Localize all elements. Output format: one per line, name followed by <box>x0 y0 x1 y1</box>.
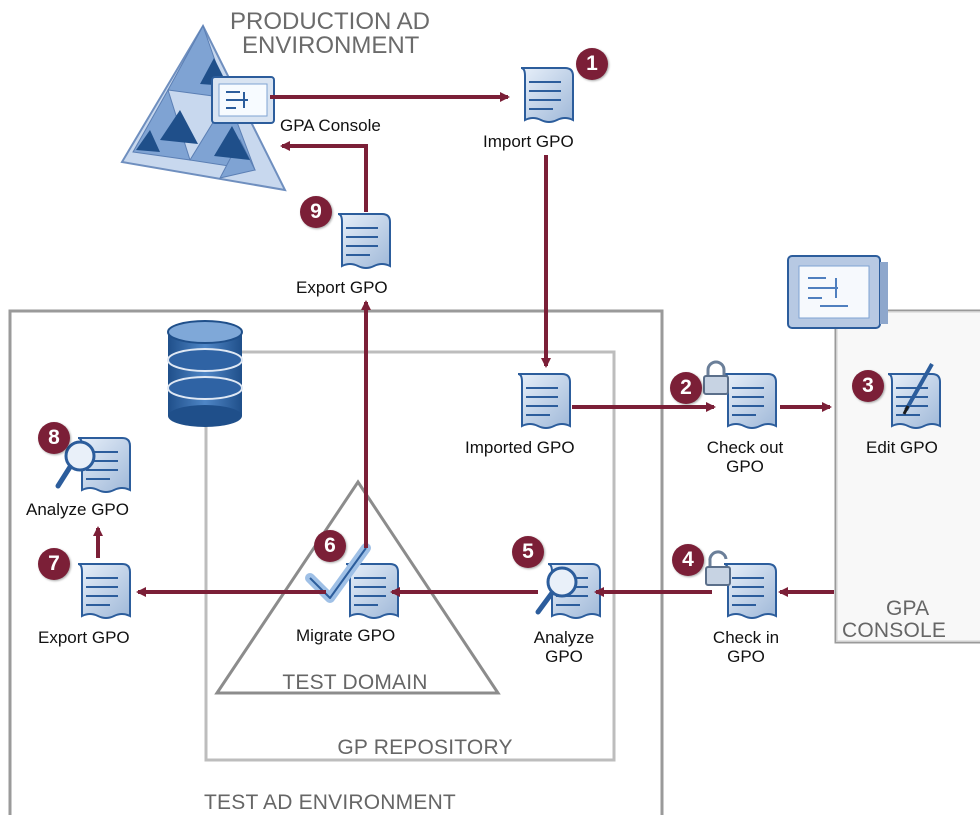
export-gpo-left-label: Export GPO <box>38 628 130 647</box>
production-ad-pyramid-icon <box>120 23 287 192</box>
export-gpo-top-label: Export GPO <box>296 278 388 297</box>
import-gpo-scroll-icon <box>520 67 574 123</box>
gpa-console-monitor-icon <box>787 255 888 329</box>
lock-closed-icon <box>703 360 729 395</box>
test-ad-environment-box <box>8 309 664 815</box>
check-in-gpo-scroll-icon <box>723 563 777 619</box>
checkmark-icon <box>305 543 371 603</box>
gpa-console-label: GPA Console <box>280 116 381 135</box>
imported-gpo-scroll-icon <box>517 373 571 429</box>
check-out-gpo-scroll-icon <box>723 373 777 429</box>
test-domain-triangle <box>214 479 501 695</box>
gp-repository-box <box>204 350 616 762</box>
step-1-badge: 1 <box>576 48 608 80</box>
export-gpo-top-scroll-icon <box>337 213 391 269</box>
step-9-badge: 9 <box>300 196 332 228</box>
pen-icon <box>902 363 934 415</box>
step-2-badge: 2 <box>670 372 702 404</box>
production-ad-title: PRODUCTION AD ENVIRONMENT <box>230 8 431 59</box>
step-4-badge: 4 <box>672 544 704 576</box>
analyze-gpo-left-label: Analyze GPO <box>26 500 129 519</box>
edit-gpo-scroll-icon <box>887 373 941 429</box>
imported-gpo-label: Imported GPO <box>465 438 575 457</box>
arrow-export-top-to-console <box>280 141 368 212</box>
lock-open-icon <box>705 550 731 586</box>
step-3-badge: 3 <box>852 370 884 402</box>
gp-repository-database-icon <box>167 320 243 427</box>
test-ad-environment-label: TEST AD ENVIRONMENT <box>204 791 456 814</box>
step-8-badge: 8 <box>38 422 70 454</box>
edit-gpo-label: Edit GPO <box>866 438 938 457</box>
flow-arrows <box>93 92 834 597</box>
step-6-badge: 6 <box>314 530 346 562</box>
magnifier-left-icon <box>55 440 96 489</box>
import-gpo-label: Import GPO <box>483 132 574 151</box>
migrate-gpo-label: Migrate GPO <box>296 626 396 645</box>
step-5-badge: 5 <box>512 536 544 568</box>
gpa-console-zone-label: GPA CONSOLE <box>842 597 947 642</box>
gp-repository-label: GP REPOSITORY <box>337 736 513 759</box>
test-domain-label: TEST DOMAIN <box>282 671 428 694</box>
export-gpo-left-scroll-icon <box>77 563 131 619</box>
magnifier-icon <box>535 566 578 615</box>
step-7-badge: 7 <box>38 548 70 580</box>
production-console-monitor-icon <box>211 76 275 124</box>
